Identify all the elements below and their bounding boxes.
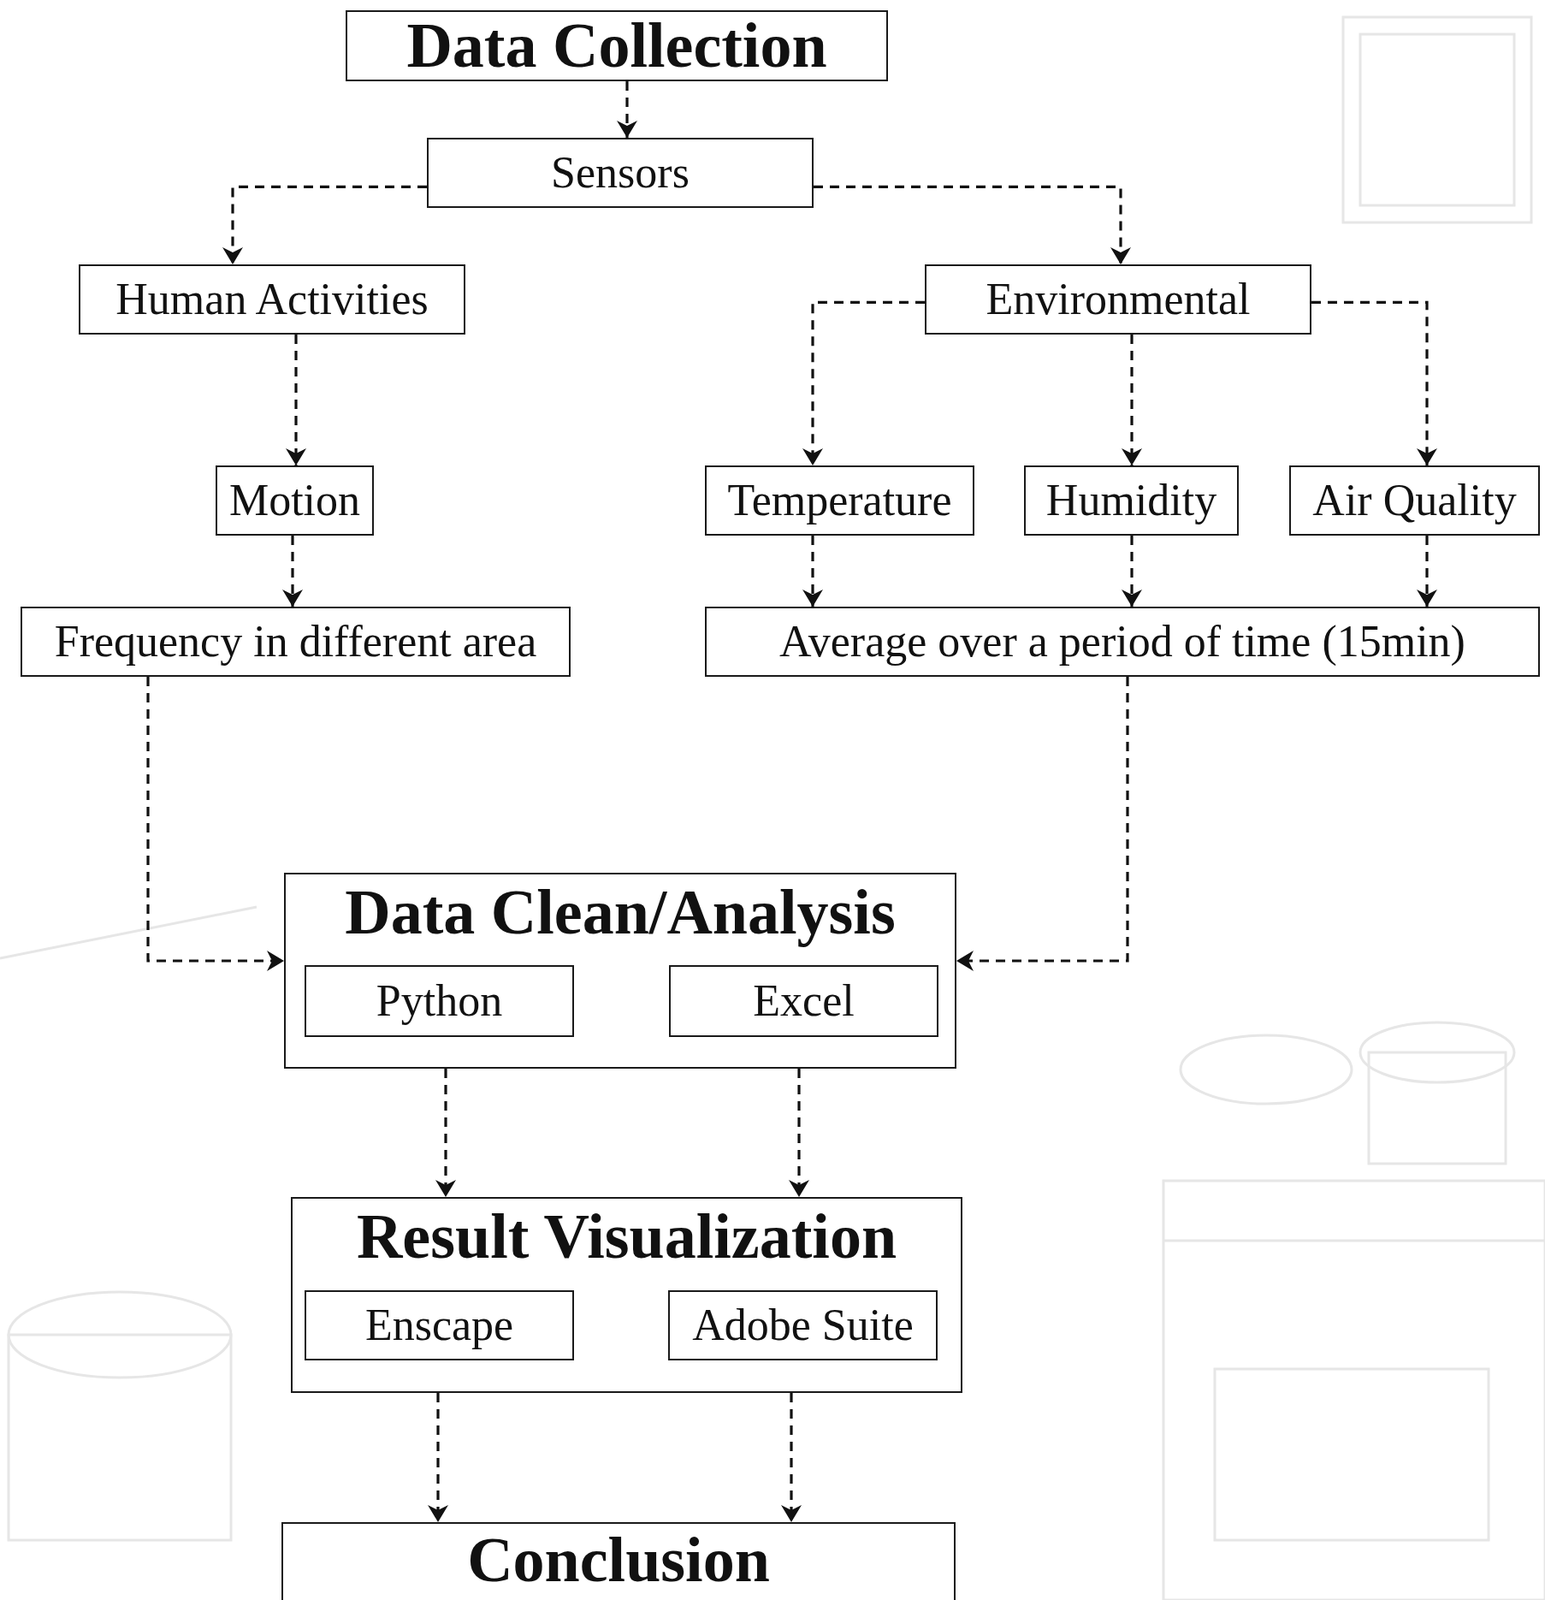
dashed-arrow: [797, 1068, 800, 1197]
box-label: Humidity: [1046, 475, 1217, 525]
box-label: Human Activities: [115, 274, 428, 324]
process-box: Humidity: [1024, 465, 1239, 536]
stove-sketch: [1163, 1180, 1545, 1600]
section-heading: Data Clean/Analysis: [344, 877, 895, 948]
section-heading: Result Visualization: [356, 1201, 897, 1272]
process-box: Data Collection: [345, 10, 888, 82]
stove-sketch: [1163, 1239, 1545, 1243]
box-label: Average over a period of time (15min): [779, 616, 1466, 666]
dashed-arrow: [625, 81, 628, 138]
cabinet-sketch: [1343, 17, 1532, 223]
section-heading: Data Collection: [406, 11, 827, 81]
dashed-arrow: [1311, 301, 1427, 466]
dashed-arrow: [1425, 535, 1428, 607]
process-box: Adobe Suite: [668, 1290, 938, 1361]
cabinet-sketch: [1360, 34, 1515, 206]
dashed-arrow: [812, 301, 925, 466]
group-box: Result VisualizationEnscape Adobe Suite: [290, 1196, 963, 1393]
process-box: Environmental: [924, 264, 1312, 335]
box-label: Environmental: [985, 274, 1250, 324]
dashed-arrow: [810, 535, 814, 607]
dashed-arrow: [147, 676, 285, 961]
process-box: Excel: [668, 964, 939, 1037]
process-box: Human Activities: [78, 264, 466, 335]
pot-sketch: [8, 1334, 231, 1540]
dashed-arrow: [436, 1392, 439, 1522]
dashed-arrow: [789, 1392, 793, 1522]
box-label: Frequency in different area: [54, 616, 538, 666]
box-label: Motion: [229, 475, 361, 525]
pan-sketch: [1180, 1035, 1352, 1104]
box-label: Sensors: [550, 147, 690, 197]
dashed-arrow: [813, 186, 1121, 265]
pot-sketch: [1368, 1052, 1506, 1164]
dashed-arrow: [290, 535, 294, 607]
box-label: Air Quality: [1312, 475, 1516, 525]
dashed-arrow: [443, 1068, 447, 1197]
process-box: Enscape: [304, 1290, 575, 1361]
dashed-arrow: [1130, 535, 1133, 607]
section-heading: Conclusion: [467, 1525, 770, 1595]
dashed-arrow: [294, 334, 297, 466]
process-box: Motion: [215, 465, 374, 536]
dashed-arrow: [232, 186, 427, 265]
dashed-arrow: [1130, 334, 1133, 466]
process-box: Conclusion: [281, 1521, 956, 1600]
box-label: Adobe Suite: [692, 1300, 914, 1350]
process-box: Air Quality: [1289, 465, 1540, 536]
process-box: Python: [304, 964, 575, 1037]
process-box: Sensors: [426, 137, 814, 208]
process-box: Temperature: [704, 465, 975, 536]
dashed-arrow: [956, 676, 1128, 961]
process-box: Frequency in different area: [20, 606, 571, 677]
box-label: Excel: [752, 976, 854, 1025]
process-box: Average over a period of time (15min): [704, 606, 1540, 677]
box-label: Python: [376, 976, 503, 1025]
counter-sketch: [0, 906, 257, 959]
box-label: Temperature: [728, 475, 953, 525]
group-box: Data Clean/AnalysisPython Excel: [284, 872, 957, 1069]
box-label: Enscape: [365, 1300, 514, 1350]
oven-door-sketch: [1214, 1368, 1489, 1540]
